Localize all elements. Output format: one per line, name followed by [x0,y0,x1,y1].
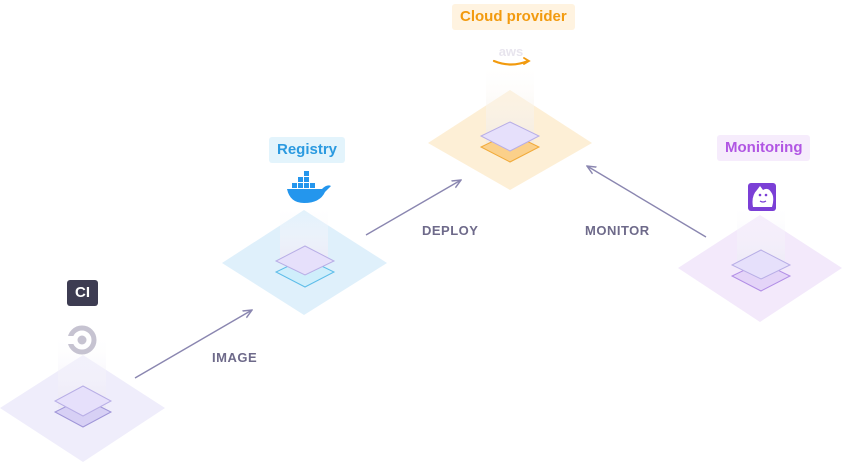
deploy-label: DEPLOY [422,223,479,238]
image-label: IMAGE [212,350,258,365]
monitor-label: MONITOR [585,223,650,238]
circleci-icon [64,325,97,355]
cloud-node: aws [428,44,592,190]
registry-tag: Registry [269,137,346,163]
aws-logo-icon: aws [492,44,531,66]
datadog-dog-icon [748,183,776,211]
docker-whale-icon [287,171,331,203]
deploy-arrow [365,180,461,236]
ci-tag: CI [67,280,98,306]
monitoring-node [678,183,842,322]
cloud-platform [479,121,541,152]
monitor-arrow [587,166,707,238]
ci-platform [53,385,113,417]
ci-node [0,325,165,462]
monitoring-tag: Monitoring [717,135,811,161]
registry-platform [274,245,336,276]
image-arrow [134,310,252,379]
cloud-provider-tag: Cloud provider [452,4,575,30]
registry-node [222,171,387,315]
svg-text:aws: aws [499,44,524,59]
monitoring-platform [730,249,792,280]
